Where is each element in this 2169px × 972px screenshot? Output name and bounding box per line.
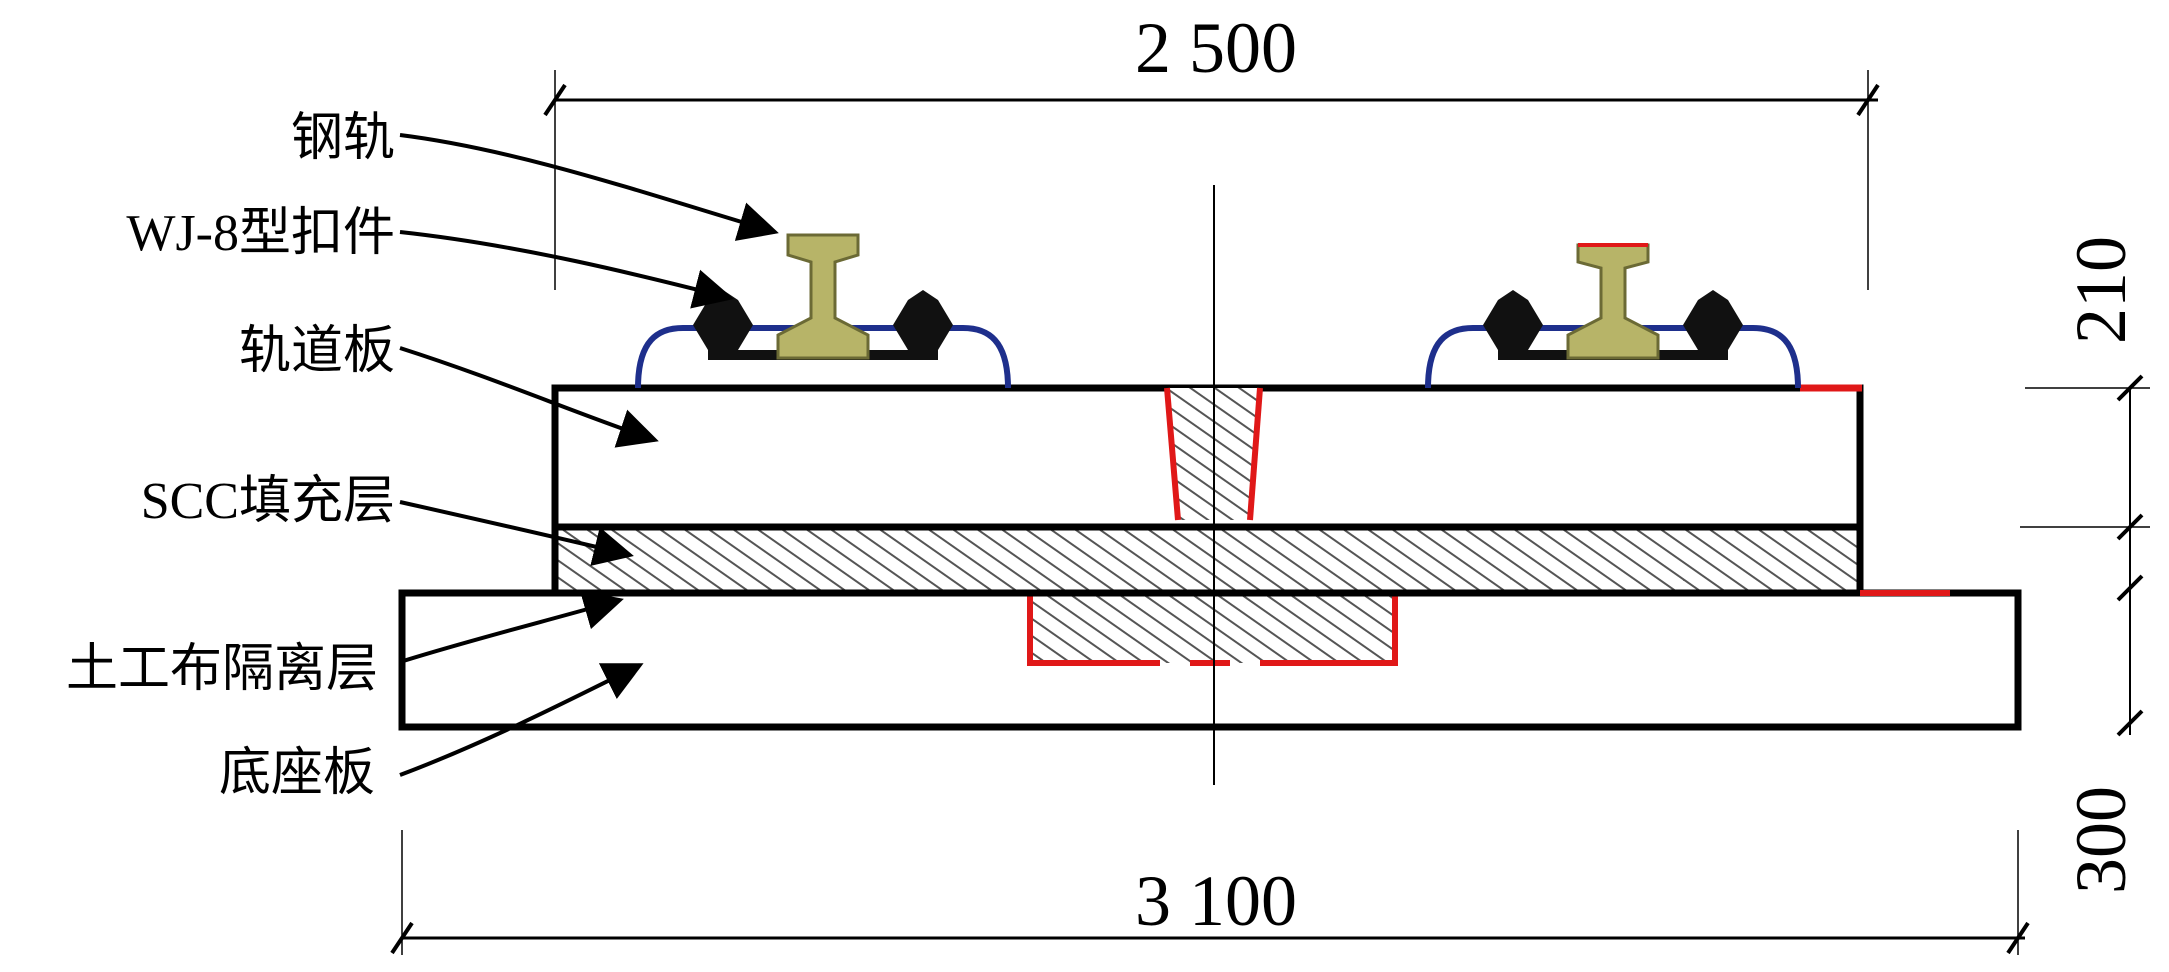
leader-rail xyxy=(399,133,779,241)
label-scc-layer: SCC填充层 xyxy=(141,473,395,530)
leader-base-plate xyxy=(399,663,644,777)
label-fastener: WJ-8型扣件 xyxy=(126,205,395,262)
right-rail-assembly xyxy=(1425,243,1801,389)
dimension-right-vertical: 210 300 xyxy=(2020,236,2150,894)
label-base-plate: 底座板 xyxy=(219,745,375,802)
label-track-slab: 轨道板 xyxy=(239,323,395,380)
scc-filling-layer xyxy=(551,523,1864,597)
base-width-label: 3 100 xyxy=(1135,861,1297,941)
base-height-label: 300 xyxy=(2061,786,2141,894)
leader-lines xyxy=(399,133,779,777)
label-rail: 钢轨 xyxy=(291,110,395,167)
leader-fastener xyxy=(399,230,734,309)
left-rail xyxy=(776,233,870,360)
base-groove xyxy=(1027,593,1398,666)
left-rail-assembly xyxy=(635,233,1011,389)
right-fastener-bolts xyxy=(1483,290,1743,360)
dimension-bottom-width: 3 100 xyxy=(390,830,2030,955)
leader-track-slab xyxy=(399,346,659,448)
slab-height-label: 210 xyxy=(2061,236,2141,344)
leader-scc-layer xyxy=(399,500,634,566)
label-geotextile: 土工布隔离层 xyxy=(66,641,378,698)
dimension-top-width: 2 500 xyxy=(543,8,1880,290)
right-rail xyxy=(1566,243,1660,360)
slab-width-label: 2 500 xyxy=(1135,8,1297,88)
leader-geotextile xyxy=(399,590,624,664)
